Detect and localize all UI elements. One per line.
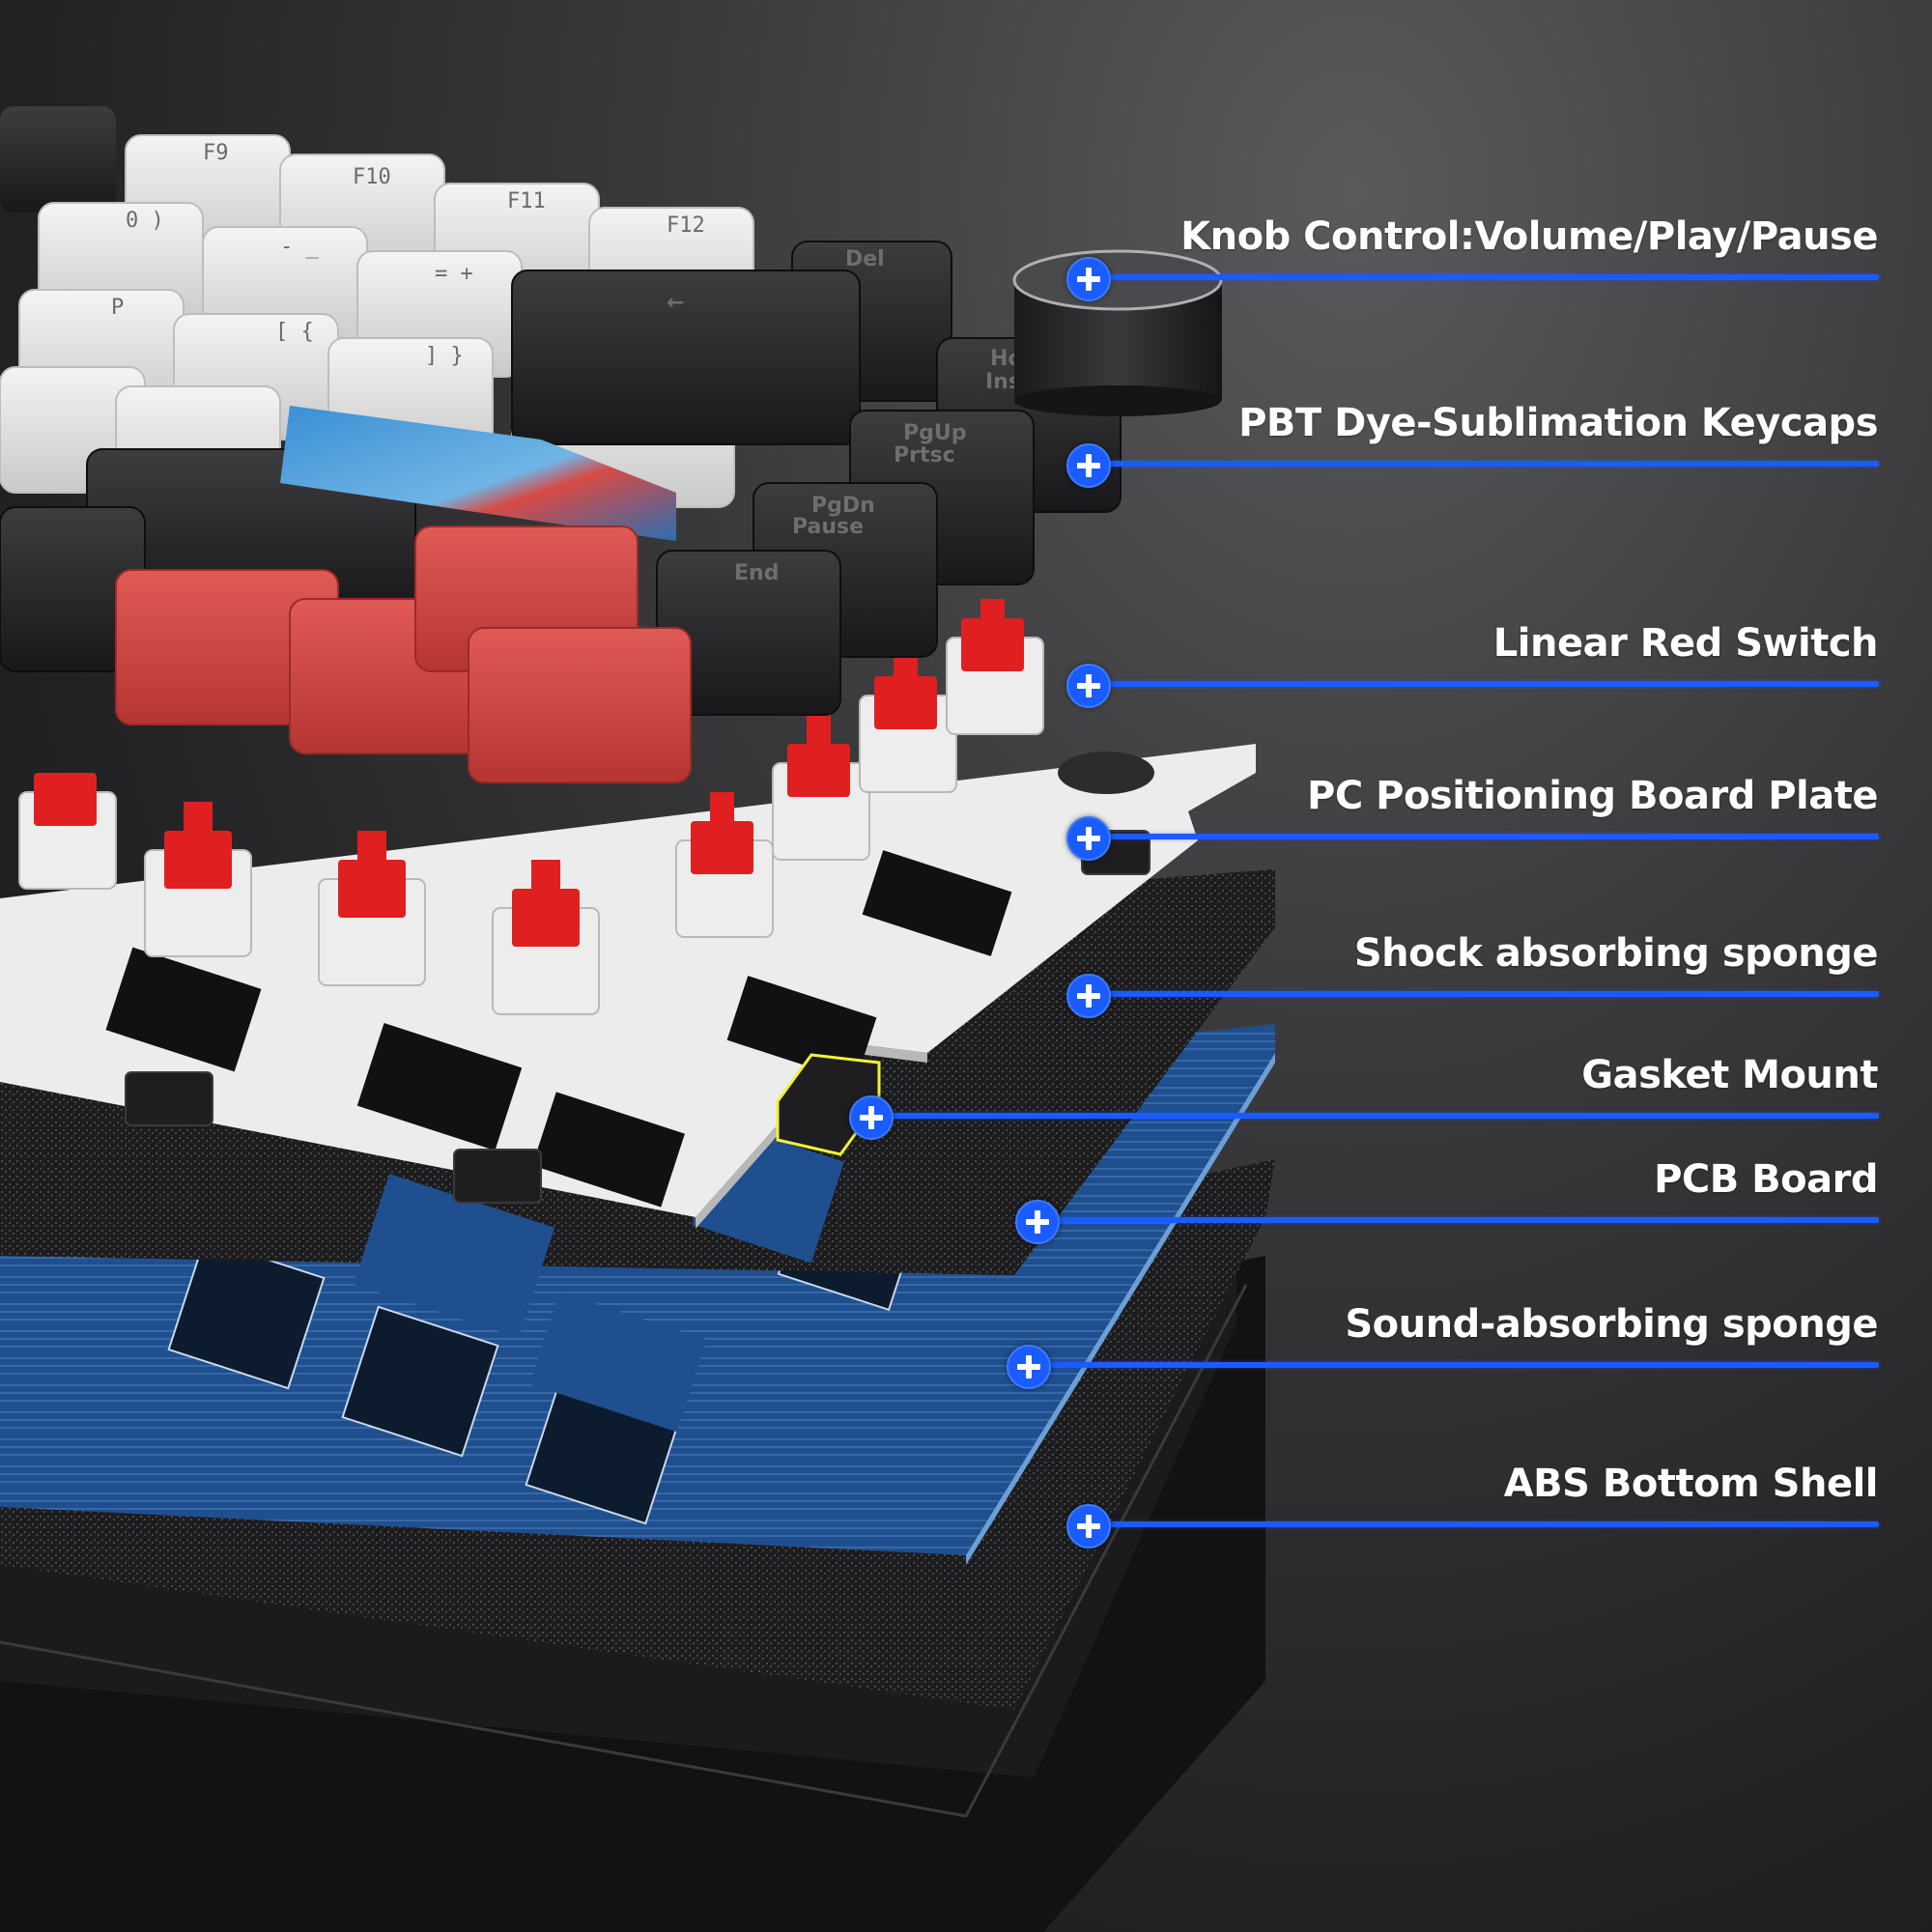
callout-line — [869, 1113, 1879, 1119]
svg-text:PgDn: PgDn — [811, 494, 875, 518]
svg-text:F10: F10 — [353, 165, 391, 189]
svg-text:Pause: Pause — [792, 515, 864, 539]
plus-icon — [1017, 1355, 1040, 1378]
label-pc-plate: PC Positioning Board Plate — [1307, 774, 1878, 818]
svg-text:F12: F12 — [667, 213, 705, 238]
plus-marker-shock-sponge[interactable] — [1066, 974, 1111, 1018]
plus-marker-bottom-shell[interactable] — [1066, 1504, 1111, 1548]
switch-layer — [18, 599, 1044, 1015]
svg-text:Prtsc: Prtsc — [894, 443, 955, 468]
label-pbt-keycaps: PBT Dye-Sublimation Keycaps — [1238, 401, 1878, 445]
label-linear-red-switch: Linear Red Switch — [1492, 621, 1879, 666]
callout-line — [1087, 991, 1879, 997]
svg-text:F11: F11 — [507, 189, 546, 213]
label-sound-sponge: Sound-absorbing sponge — [1345, 1302, 1878, 1347]
plus-marker-pcb[interactable] — [1015, 1200, 1060, 1244]
label-knob-control: Knob Control:Volume/Play/Pause — [1180, 214, 1878, 259]
plus-icon — [860, 1106, 883, 1129]
plus-icon — [1077, 984, 1100, 1008]
callout-line — [1087, 1521, 1879, 1527]
plus-marker-plate[interactable] — [1066, 816, 1111, 861]
callout-line — [1087, 274, 1879, 280]
svg-text:←: ← — [667, 291, 684, 315]
plus-icon — [1077, 268, 1100, 291]
plus-icon — [1077, 454, 1100, 477]
svg-text:End: End — [734, 561, 779, 585]
keycaps-layer: F9 F10 F11 F12 0 ) - _ = + P [ { ] } \ | — [0, 106, 1223, 783]
svg-text:= +: = + — [435, 262, 473, 286]
svg-text:0 ): 0 ) — [126, 209, 164, 233]
callout-line — [1087, 461, 1879, 467]
callout-line — [1087, 681, 1879, 687]
plus-icon — [1026, 1210, 1049, 1234]
plus-marker-keycaps[interactable] — [1066, 443, 1111, 488]
plus-marker-sound-sponge[interactable] — [1007, 1345, 1051, 1389]
label-shock-sponge: Shock absorbing sponge — [1353, 931, 1879, 976]
svg-text:- _: - _ — [280, 235, 319, 259]
plus-marker-switch[interactable] — [1066, 664, 1111, 708]
label-pcb-board: PCB Board — [1654, 1157, 1878, 1202]
callout-line — [1027, 1362, 1879, 1368]
volume-knob — [1012, 249, 1223, 416]
plus-icon — [1077, 674, 1100, 697]
plus-icon — [1077, 827, 1100, 850]
label-gasket-mount: Gasket Mount — [1581, 1053, 1878, 1097]
svg-text:F9: F9 — [203, 141, 229, 165]
label-abs-bottom-shell: ABS Bottom Shell — [1503, 1462, 1879, 1506]
plus-marker-knob[interactable] — [1066, 257, 1111, 301]
callout-line — [1087, 834, 1879, 839]
callout-line — [1036, 1217, 1879, 1223]
svg-text:Del: Del — [845, 247, 885, 271]
svg-text:P: P — [111, 296, 124, 320]
pc-plate-layer — [0, 744, 1256, 1229]
plus-marker-gasket[interactable] — [849, 1095, 894, 1140]
svg-text:] }: ] } — [425, 344, 464, 368]
plus-icon — [1077, 1515, 1100, 1538]
svg-text:[ {: [ { — [275, 320, 314, 344]
svg-text:PgUp: PgUp — [903, 421, 966, 445]
